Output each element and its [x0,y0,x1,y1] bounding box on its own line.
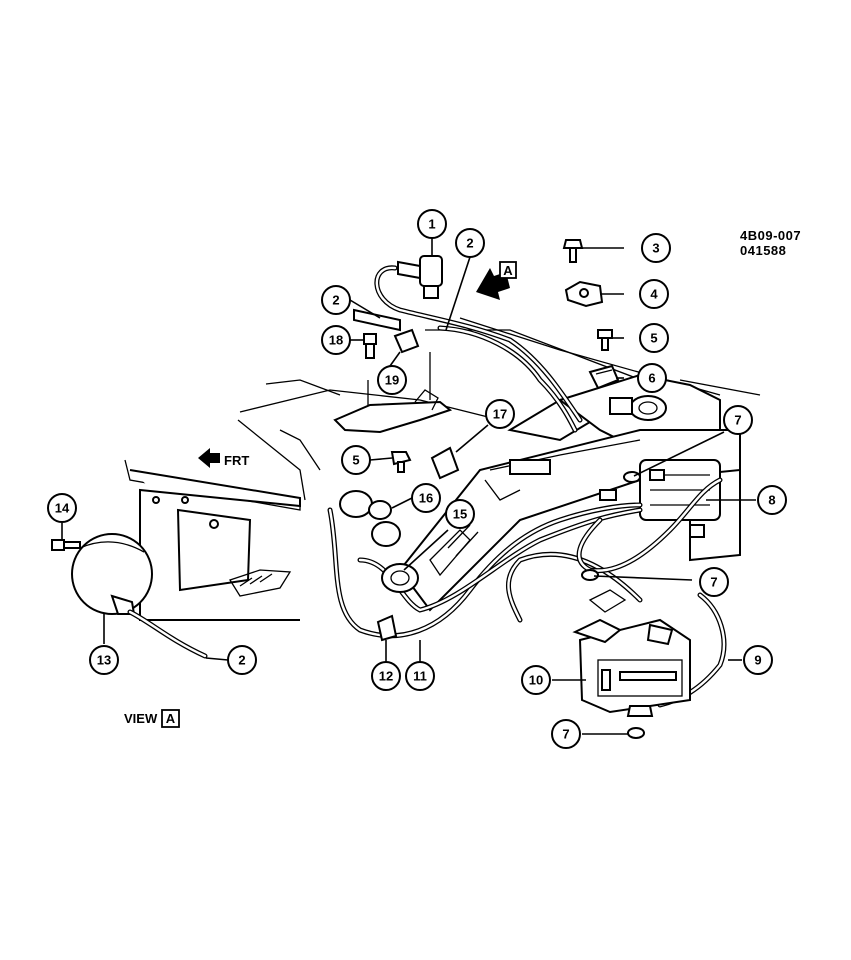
front-label: FRT [224,453,249,468]
vacuum-reservoir-part-13 [71,533,153,615]
svg-text:11: 11 [413,669,427,684]
callout-2-top-right: 2 [455,228,485,258]
view-a-arrow-letter: A [503,263,513,278]
callout-4: 4 [639,279,669,309]
vacuum-valve-part-1 [397,255,443,299]
mounting-bracket-plate [333,352,453,434]
view-caption-box [161,709,180,728]
callout-18: 18 [321,325,351,355]
svg-text:8: 8 [768,493,775,508]
bolt-part-3 [562,239,584,263]
svg-text:19: 19 [385,373,399,388]
bolt-part-14 [51,539,81,551]
diagram-ref-code: 4B09-007 [740,228,802,243]
callout-16: 16 [411,483,441,513]
hose-part-2-top [353,308,401,332]
callout-12: 12 [371,661,401,691]
callout-8: 8 [757,485,787,515]
svg-text:1: 1 [428,217,435,232]
svg-text:9: 9 [754,653,761,668]
control-head-part-10 [572,589,691,714]
callout-17: 17 [485,399,515,429]
callout-9: 9 [743,645,773,675]
clip-part-12 [376,614,398,642]
view-a-detail-panel [124,459,301,621]
callout-14: 14 [47,493,77,523]
callout-19: 19 [377,365,407,395]
view-a-arrow-icon [476,261,517,300]
callout-1: 1 [417,209,447,239]
svg-text:10: 10 [529,673,543,688]
svg-text:5: 5 [650,331,657,346]
svg-text:2: 2 [238,653,245,668]
svg-text:13: 13 [97,653,111,668]
callout-11: 11 [405,661,435,691]
callout-2-top-left: 2 [321,285,351,315]
view-caption-label: VIEW [124,711,158,726]
connector-part-19 [393,328,420,354]
svg-text:7: 7 [734,413,741,428]
bracket-part-4 [564,280,604,308]
vacuum-hose-harness [327,265,727,708]
svg-text:18: 18 [329,333,343,348]
relay-part-6 [588,364,620,390]
callout-10: 10 [521,665,551,695]
diagram-ref-date: 041588 [740,243,787,258]
bolt-part-5-lower [390,451,412,473]
svg-text:2: 2 [332,293,339,308]
svg-text:6: 6 [648,371,655,386]
front-arrow-icon [198,448,220,468]
callout-6: 6 [637,363,667,393]
nut-part-7-b [581,569,599,581]
svg-text:2: 2 [466,236,473,251]
svg-text:17: 17 [493,407,507,422]
callout-7-middle: 7 [699,567,729,597]
actuators-part-16 [339,490,401,547]
callout-7-bottom: 7 [551,719,581,749]
callout-5-lower: 5 [341,445,371,475]
leader-lines [61,238,756,735]
svg-text:16: 16 [419,491,433,506]
callout-7-top: 7 [723,405,753,435]
svg-text:14: 14 [55,501,70,516]
svg-text:3: 3 [652,241,659,256]
hose-part-2-view-a [127,609,208,659]
bolt-part-5-upper [597,329,613,351]
view-caption-letter: A [166,711,176,726]
bolt-part-18 [363,333,377,359]
callout-2-view-a: 2 [227,645,257,675]
svg-text:7: 7 [710,575,717,590]
svg-text:7: 7 [562,727,569,742]
svg-text:15: 15 [453,507,467,522]
clip-part-17 [430,446,460,480]
actuator-part-15 [381,563,419,593]
callout-5-upper: 5 [639,323,669,353]
svg-text:4: 4 [650,287,658,302]
callout-15: 15 [445,499,475,529]
nut-part-7-c [626,705,654,739]
svg-text:5: 5 [352,453,359,468]
svg-text:12: 12 [379,669,393,684]
connectors-part-8 [599,469,705,538]
callout-13: 13 [89,645,119,675]
callout-3: 3 [641,233,671,263]
